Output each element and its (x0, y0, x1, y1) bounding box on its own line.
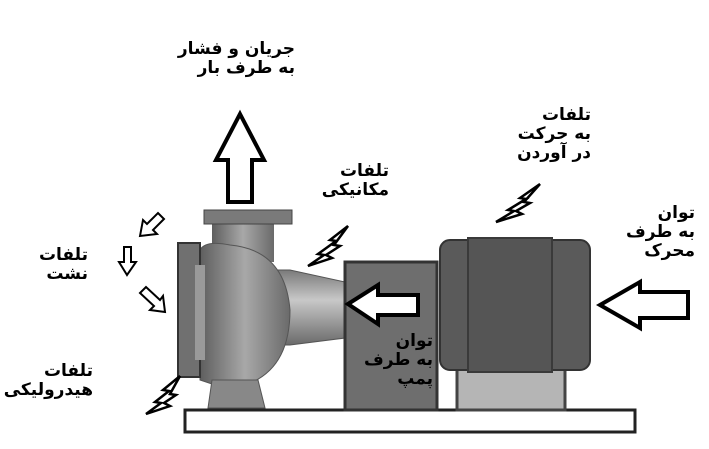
label-line: مکانیکی (321, 180, 389, 200)
leakage-arrow-lower (138, 285, 167, 314)
label-line: تلفات (43, 361, 93, 381)
motor (439, 237, 591, 373)
leakage-loss-label: تلفات نشت (39, 246, 88, 284)
power-to-pump-arrow (344, 281, 420, 328)
label-line: تلفات (339, 161, 389, 181)
mechanical-loss-label: تلفات مکانیکی (322, 162, 389, 200)
label-line: به طرف (364, 350, 433, 370)
flow-up-arrow (212, 109, 268, 204)
label-line: به حرکت (517, 124, 591, 144)
flow-pressure-label: جریان و فشار به طرف بار (178, 40, 295, 78)
hydraulic-loss-label: تلفات هیدرولیکی (4, 362, 93, 400)
power-to-driver-label: توان به طرف محرک (626, 204, 695, 261)
drive-loss-bolt-icon (495, 182, 541, 224)
label-line: محرک (644, 241, 695, 261)
label-line: تلفات (38, 245, 88, 265)
power-from-driver-arrow (595, 278, 690, 332)
label-line: توان (395, 331, 433, 351)
hydraulic-loss-bolt-icon (145, 375, 182, 416)
leakage-arrow-upper (138, 211, 166, 238)
label-line: نشت (46, 264, 88, 284)
label-line: به طرف بار (197, 58, 295, 78)
label-line: توان (657, 203, 695, 223)
label-line: هیدرولیکی (3, 380, 93, 400)
mechanical-loss-bolt-icon (307, 225, 350, 268)
label-line: در آوردن (517, 143, 591, 163)
label-line: پمپ (397, 369, 433, 389)
label-line: تلفات (541, 105, 591, 125)
pump-body (177, 209, 293, 409)
label-line: به طرف (626, 222, 695, 242)
label-line: جریان و فشار (177, 39, 295, 59)
coupling-guard (343, 260, 439, 412)
power-to-pump-label: توان به طرف پمپ (364, 332, 433, 389)
drive-loss-label: تلفات به حرکت در آوردن (517, 106, 591, 163)
leakage-arrow-middle (117, 246, 138, 277)
base-plate (183, 408, 637, 434)
